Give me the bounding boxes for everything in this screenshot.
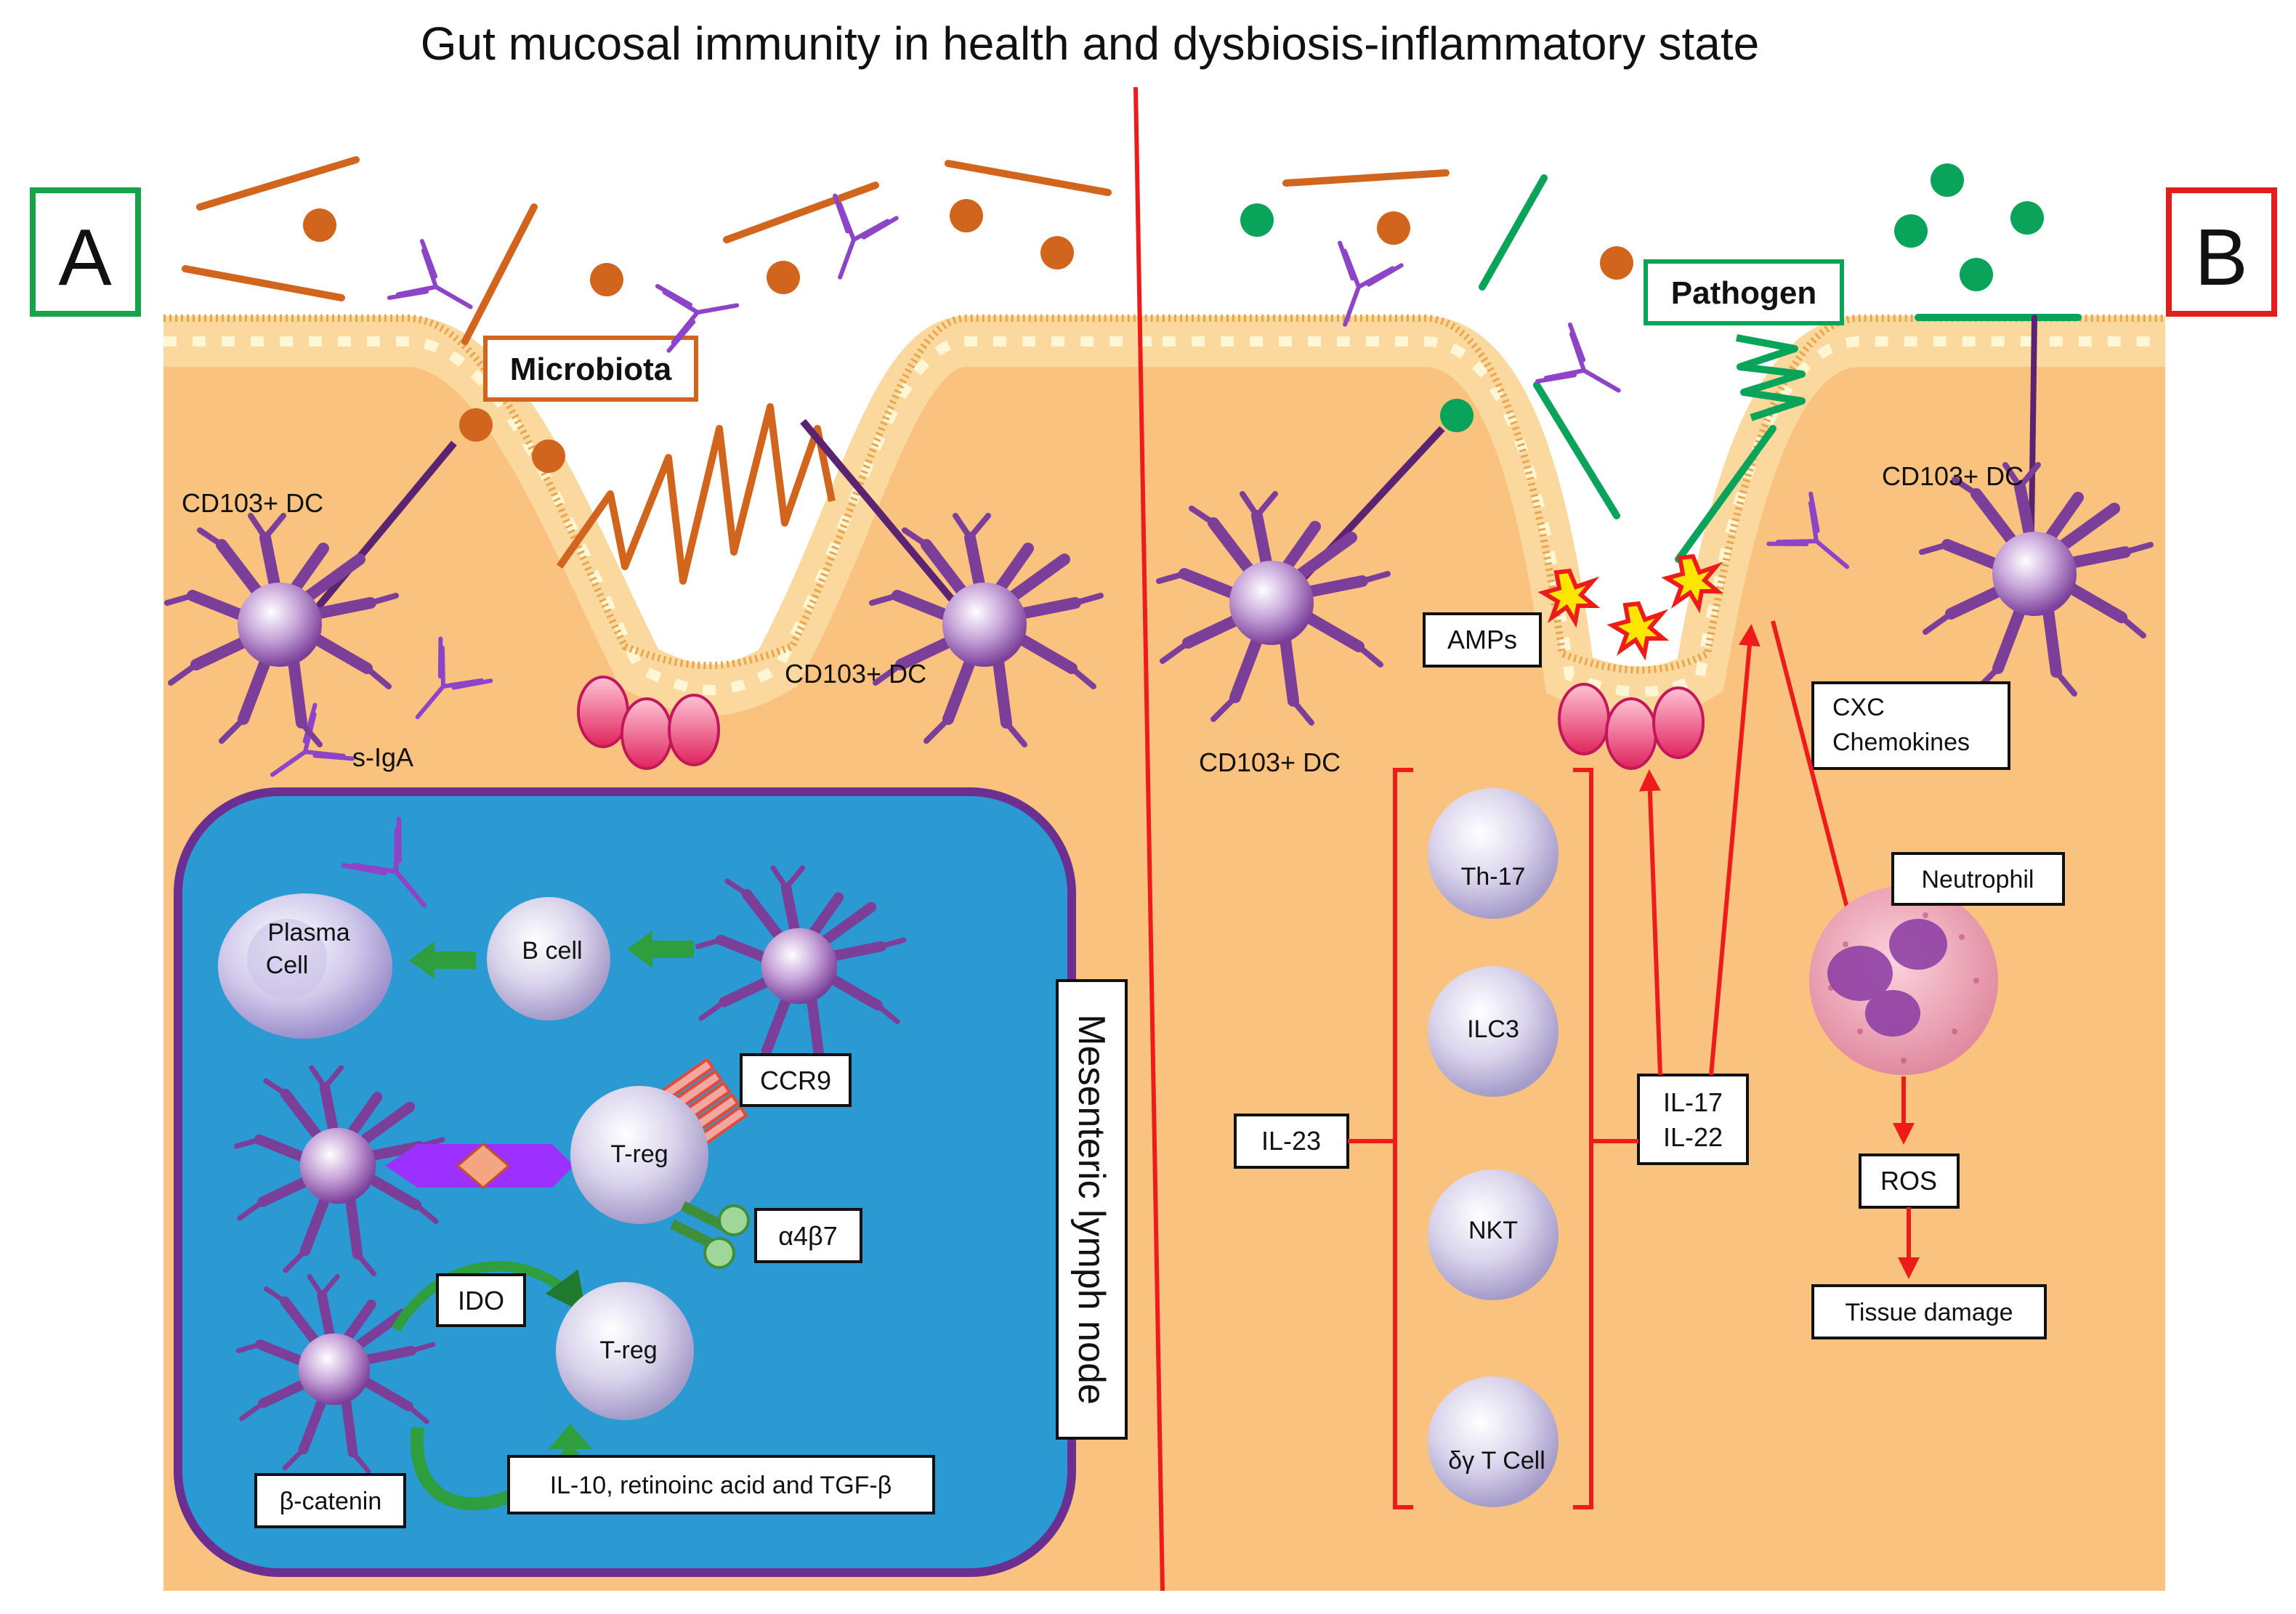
- green-arrow-icon: [549, 1424, 592, 1449]
- b-cell-label: B cell: [522, 937, 582, 965]
- red-arrow-to-epithelium: [1709, 624, 1761, 1076]
- il17-il22-label-box: [1637, 1074, 1749, 1165]
- green-arrow-icon: [409, 941, 476, 979]
- immune-cell: [1428, 1376, 1559, 1507]
- plasma-cell-label: Cell: [266, 952, 309, 979]
- dc-label-b-right: CD103+ DC: [1882, 461, 2024, 491]
- cxc-label-box: [1811, 681, 2010, 770]
- siga-label: s-IgA: [352, 742, 413, 772]
- ros-label: ROS: [1880, 1166, 1937, 1196]
- lymph-node-label: Mesenteric lymph node: [1070, 1014, 1112, 1405]
- paneth-cells-a: [577, 676, 720, 770]
- dc-label-a-right: CD103+ DC: [785, 659, 926, 689]
- microbiota-spiral: [556, 403, 836, 585]
- ido-label-box: [436, 1273, 526, 1327]
- plasma-cell-nucleus: [247, 919, 327, 999]
- epithelium-a-dots: [163, 336, 1163, 695]
- pathogen-label-box: [1644, 259, 1844, 325]
- epithelium-a-brush: [163, 315, 1163, 670]
- microbiota-rod-b: [1282, 169, 1450, 187]
- tissue-damage-label: Tissue damage: [1845, 1299, 2013, 1326]
- beta-catenin-label: β-catenin: [280, 1488, 382, 1515]
- integrin-a4b7-icon: [669, 1201, 750, 1269]
- immune-cell-label: ILC3: [1467, 1015, 1519, 1043]
- il23-label-box: [1234, 1114, 1349, 1169]
- epithelium-b-brush: [1163, 315, 2165, 674]
- cell-bracket-right: [1573, 768, 1593, 1509]
- microbiota-dots: [303, 199, 1074, 473]
- immune-cell-label: Th-17: [1461, 863, 1526, 891]
- neutrophil-label-box: [1891, 852, 2065, 906]
- panel-divider: [1133, 86, 1165, 1591]
- neutrophil-speckles: [1828, 912, 1979, 1063]
- microbiota-rods: [182, 156, 1112, 345]
- panel-b-letter: B: [2194, 213, 2247, 302]
- cell-bracket-left: [1393, 768, 1413, 1509]
- treg-cell: [570, 1086, 708, 1224]
- il17-label: IL-17: [1663, 1087, 1723, 1117]
- page-title: Gut mucosal immunity in health and dysbi…: [421, 17, 1760, 70]
- treg-label: T-reg: [610, 1140, 668, 1168]
- ido-arrow: [391, 1261, 586, 1332]
- ccr9-label-box: [740, 1053, 852, 1107]
- red-arrow-to-neutrophil: [1771, 620, 1859, 934]
- il22-label: IL-22: [1663, 1122, 1723, 1152]
- il23-label: IL-23: [1261, 1126, 1321, 1156]
- immune-cell: [1428, 788, 1559, 919]
- cxc-label: Chemokines: [1832, 729, 1970, 756]
- dc-label-b-left: CD103+ DC: [1199, 747, 1341, 777]
- amps-label-box: [1423, 612, 1542, 668]
- il10-label-box: [507, 1455, 935, 1514]
- dc-dendrite-probe: [800, 418, 955, 602]
- a4b7-label-box: [754, 1208, 862, 1263]
- neutrophil-cell: [1809, 886, 1998, 1075]
- paneth-cells-b: [1558, 683, 1705, 770]
- microbiota-dots-b: [1377, 211, 1633, 280]
- antibody-icon: [809, 196, 897, 289]
- green-arrow-icon: [627, 930, 694, 968]
- dc-dendrite-probe: [310, 440, 457, 617]
- ido-label: IDO: [458, 1286, 504, 1315]
- pathogen-spiral: [1736, 334, 1806, 421]
- panel-b-frame: [2166, 187, 2277, 317]
- treg-label-lower: T-reg: [599, 1337, 657, 1364]
- lymph-node-label-box: [1056, 979, 1128, 1440]
- panel-a-frame: [30, 187, 141, 317]
- beta-catenin-label-box: [254, 1473, 406, 1528]
- cxc-label: CXC: [1832, 694, 1885, 721]
- microbiota-label-box: [483, 336, 698, 402]
- immune-cell-label: δγ T Cell: [1448, 1447, 1545, 1475]
- dc-label-a-left: CD103+ DC: [182, 488, 323, 518]
- pathogen-dots: [1240, 163, 2044, 432]
- treg-cell: [556, 1282, 694, 1420]
- microbiota-label: Microbiota: [510, 352, 672, 387]
- tissue-damage-label-box: [1811, 1284, 2047, 1339]
- immune-cell: [1428, 1169, 1559, 1300]
- immune-cell: [1428, 966, 1559, 1097]
- pathogen-label: Pathogen: [1671, 275, 1816, 311]
- ccr9-label: CCR9: [760, 1066, 831, 1095]
- il10-label: IL-10, retinoinc acid and TGF-β: [550, 1472, 892, 1499]
- amps-label: AMPs: [1447, 625, 1517, 654]
- plasma-cell-label: Plasma: [267, 919, 349, 946]
- red-arrow-to-paneth: [1638, 769, 1662, 1076]
- panel-a-letter: A: [58, 213, 112, 302]
- antigen-diamond-icon: [456, 1143, 511, 1189]
- a4b7-label: α4β7: [778, 1221, 838, 1251]
- neutrophil-nucleus: [1827, 919, 1947, 1037]
- immune-cell-label: NKT: [1468, 1217, 1518, 1244]
- neutrophil-label: Neutrophil: [1922, 866, 2034, 893]
- b-cell: [487, 897, 610, 1021]
